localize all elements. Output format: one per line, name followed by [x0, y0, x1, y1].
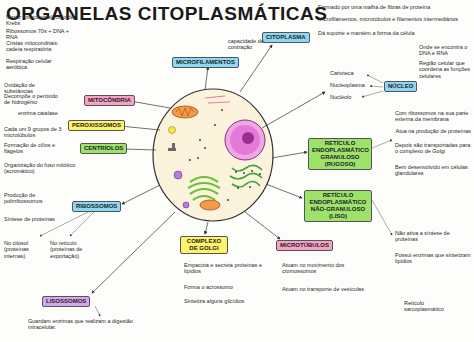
note-text: Possui enzimas que sintetizam lipídios: [395, 252, 471, 265]
note-text: Atuam no transporte de vesículas: [282, 286, 364, 292]
note-text: Bem desenvolvido em células glandulares: [395, 164, 471, 177]
organelle-name: MICROTÚBULOS: [280, 242, 329, 249]
organelle-name: RETÍCULO ENDOPLASMÁTICO NÃO-GRANULOSO (L…: [308, 192, 368, 220]
note-text: Retículo sarcoplasmático: [404, 300, 464, 313]
note-text: Oxidação de substâncias: [4, 82, 62, 95]
organelle-box: RETÍCULO ENDOPLASMÁTICO NÃO-GRANULOSO (L…: [304, 190, 372, 222]
note-text: Cada um 9 grupos de 3 microtúbulos: [4, 126, 74, 139]
organelle-box: CITOPLASMA: [262, 32, 310, 43]
organelle-name: MICROFILAMENTOS: [176, 59, 235, 66]
organelle-name: RETÍCULO ENDOPLASMÁTICO GRANULOSO (RUGOS…: [312, 140, 368, 168]
note-text: Nucléolo: [330, 94, 351, 100]
organelle-box: RETÍCULO ENDOPLASMÁTICO GRANULOSO (RUGOS…: [308, 138, 372, 170]
note-text: capacidade de contração: [228, 38, 276, 51]
organelle-box: LISOSSOMOS: [42, 296, 90, 307]
note-text: Organização do fuso mitótico (acromático…: [4, 162, 76, 175]
organelle-box: MITOCÔNDRIA: [84, 95, 135, 106]
note-text: Ribossomos 70s + DNA + RNA: [6, 28, 74, 41]
organelle-name: MITOCÔNDRIA: [88, 97, 131, 104]
note-text: Depois são transportadas para o complexo…: [395, 142, 471, 155]
note-text: Nucleoplasma: [330, 82, 365, 88]
note-text: Matriz mitocondrial: ciclo de Krebs: [6, 14, 74, 27]
note-text: Atua na produção de proteínas: [395, 128, 471, 134]
note-text: Respiração celular aeróbica: [6, 58, 74, 71]
note-text: Síntese de proteínas: [4, 216, 55, 222]
organelle-box: COMPLEXO DE GOLGI: [180, 236, 228, 254]
organelle-name: COMPLEXO DE GOLGI: [184, 238, 224, 252]
note-text: Decompõe o peróxido de hidrogênio: [4, 93, 64, 106]
note-text: Formado por uma malha de fibras de prote…: [318, 4, 430, 10]
note-text: Com ribossomos na sua parte externa da m…: [395, 110, 471, 123]
organelle-name: CENTRÍOLOS: [84, 145, 123, 152]
note-text: No citosol (proteínas internas): [4, 240, 42, 259]
note-text: Empacota e secreta proteínas e lipídios: [184, 262, 262, 275]
note-text: Formação de cílios e flagelos: [4, 142, 66, 155]
note-text: Forma o acrossomo: [184, 284, 233, 290]
organelle-box: MICROTÚBULOS: [276, 240, 333, 251]
note-text: enzima catalase: [18, 110, 58, 116]
organelle-box: CENTRÍOLOS: [80, 143, 127, 154]
organelle-box: NÚCLEO: [384, 81, 417, 92]
note-text: Microfilamentos, microtúbulos e filament…: [318, 16, 458, 22]
note-text: Dá suporte e mantém a forma da célula: [318, 30, 415, 36]
note-text: Onde se encontra o DNA e RNA: [419, 44, 471, 57]
note-text: Carioteca: [330, 70, 354, 76]
note-text: Produção de polirribossomos: [4, 192, 68, 205]
note-text: Guardam enzimas que realizam a digestão …: [28, 318, 148, 331]
note-text: Cristas mitocondriais: cadeia respiratór…: [6, 40, 74, 53]
note-text: Não ativa a síntese de proteínas: [395, 230, 471, 243]
organelle-box: PEROXISSOMOS: [68, 120, 125, 131]
note-text: Região celular que coordena as funções c…: [419, 60, 471, 79]
organelle-name: PEROXISSOMOS: [72, 122, 121, 129]
organelle-name: NÚCLEO: [388, 83, 413, 90]
organelle-name: RIBOSSOMOS: [76, 203, 117, 210]
note-text: Atuam no movimento dos cromossomos: [282, 262, 368, 275]
organelle-box: RIBOSSOMOS: [72, 201, 121, 212]
note-text: No retículo (proteínas de exportação): [50, 240, 98, 259]
organelle-name: LISOSSOMOS: [46, 298, 86, 305]
organelle-box: MICROFILAMENTOS: [172, 57, 239, 68]
note-text: Sintetiza alguns glicídios: [184, 298, 244, 304]
organelle-name: CITOPLASMA: [266, 34, 306, 41]
